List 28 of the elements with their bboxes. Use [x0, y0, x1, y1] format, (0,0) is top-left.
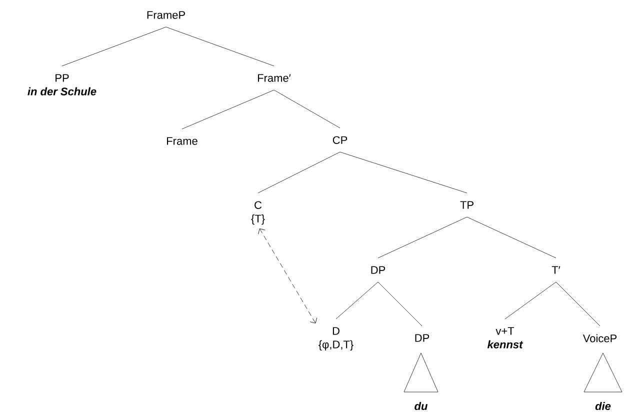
tree-branch: [182, 90, 274, 130]
tree-label: FrameP: [147, 11, 185, 19]
tree-label: v+T kennst: [487, 327, 524, 348]
tree-branch: [556, 282, 600, 326]
tree-branch: [62, 26, 166, 66]
tree-branch: [466, 216, 556, 258]
tree-label: PP in der Schule: [28, 74, 96, 96]
tree-label: DP: [415, 334, 430, 342]
tree-branch: [504, 282, 556, 320]
tree-branch: [274, 90, 340, 128]
tree-label: D {φ,D,T}: [318, 327, 354, 351]
tree-label: T′: [552, 266, 560, 274]
tree-label: Frame′: [258, 74, 291, 82]
tree-label: Frame: [167, 137, 198, 145]
tree-branch: [378, 216, 468, 258]
tree-branch: [336, 282, 378, 320]
word-label: du: [414, 402, 428, 410]
tree-branch: [258, 152, 340, 194]
tree-branch: [340, 152, 468, 194]
dashed-arrow: [258, 228, 318, 324]
tree-branch: [378, 282, 422, 326]
word-label: die: [595, 402, 611, 410]
tree-label: C {T}: [251, 201, 265, 225]
tree-label: CP: [332, 136, 348, 144]
tree-branch: [166, 26, 274, 66]
tree-label: DP: [371, 266, 386, 274]
tree-label: VoiceP: [582, 334, 617, 342]
tree-label: TP: [460, 201, 474, 209]
